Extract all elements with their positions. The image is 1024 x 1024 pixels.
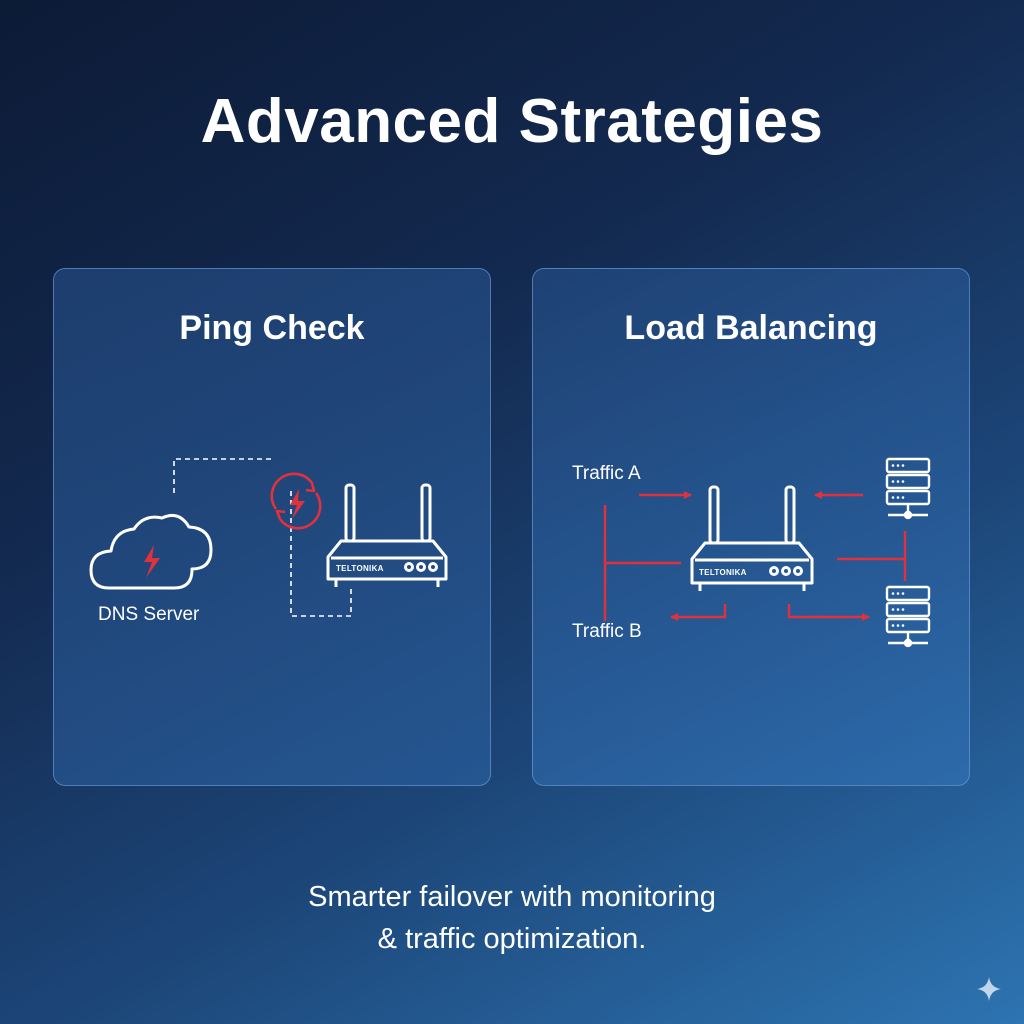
traffic-b-arrow (670, 604, 727, 621)
slide-title: Advanced Strategies (200, 87, 824, 156)
ping-check-title: Ping Check (179, 309, 365, 347)
traffic-a-label: Traffic A (572, 463, 641, 484)
ping-check-diagram: TELTONIKA (89, 458, 448, 617)
refresh-icon (270, 472, 322, 530)
load-balancing-diagram: TELTONIKA (603, 457, 931, 648)
footer-caption: Smarter failover with monitoring & traff… (0, 876, 1024, 960)
sparkle-icon (977, 977, 1001, 1001)
ping-lightning-icon (290, 489, 305, 519)
footer-line-1: Smarter failover with monitoring (308, 881, 716, 913)
traffic-b-label: Traffic B (572, 621, 642, 642)
cloud-icon (89, 514, 213, 590)
server-rack-leds-bottom (891, 592, 905, 627)
lightning-icon (144, 545, 160, 578)
ping-check-panel: Ping Check (53, 268, 491, 786)
router-brand-label: TELTONIKA (336, 564, 384, 573)
ping-dashed-connection (173, 458, 352, 617)
router-icon (690, 485, 814, 591)
server-rack-icon-bottom (885, 585, 931, 648)
dns-server-label: DNS Server (98, 604, 200, 625)
server-bottom-arrow (787, 604, 870, 621)
traffic-flow-lines (603, 491, 907, 621)
router-brand-label: TELTONIKA (699, 568, 747, 577)
footer-line-2: & traffic optimization. (377, 923, 647, 955)
router-icon (326, 483, 448, 587)
server-rack-leds-top (891, 464, 905, 499)
server-rack-icon-top (885, 457, 931, 520)
load-balancing-panel: Load Balancing (532, 268, 970, 786)
load-balancing-title: Load Balancing (624, 309, 878, 347)
